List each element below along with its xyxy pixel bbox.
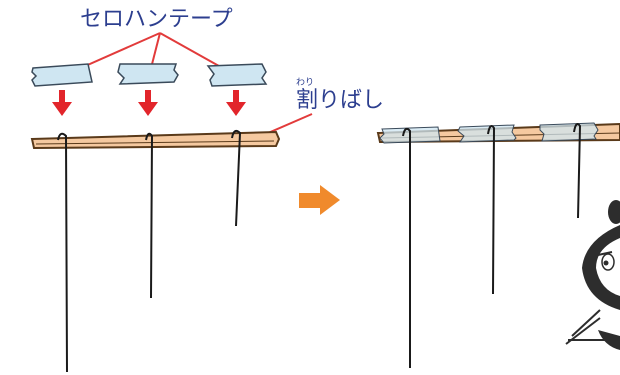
tape-piece-applied	[457, 124, 517, 143]
string-middle	[145, 132, 154, 299]
tape-piece	[31, 63, 93, 87]
cartoon-penguin-character	[565, 200, 620, 350]
chopstick	[30, 130, 281, 150]
string-left	[57, 132, 68, 373]
strings	[57, 129, 242, 373]
right-arrow-icon	[299, 185, 340, 215]
down-arrow-icon	[52, 90, 72, 116]
tape-label: セロハンテープ	[80, 7, 233, 32]
down-arrow-icon	[138, 90, 158, 116]
down-arrow-icon	[226, 90, 246, 116]
strings-right-panel	[402, 123, 582, 368]
tape-piece	[206, 63, 268, 87]
chopstick-furigana: わり	[296, 77, 314, 88]
string-right	[231, 129, 242, 227]
chopstick-label: 割りばし	[296, 88, 384, 113]
tape-piece	[117, 63, 179, 85]
tape-piece-applied	[539, 122, 599, 142]
